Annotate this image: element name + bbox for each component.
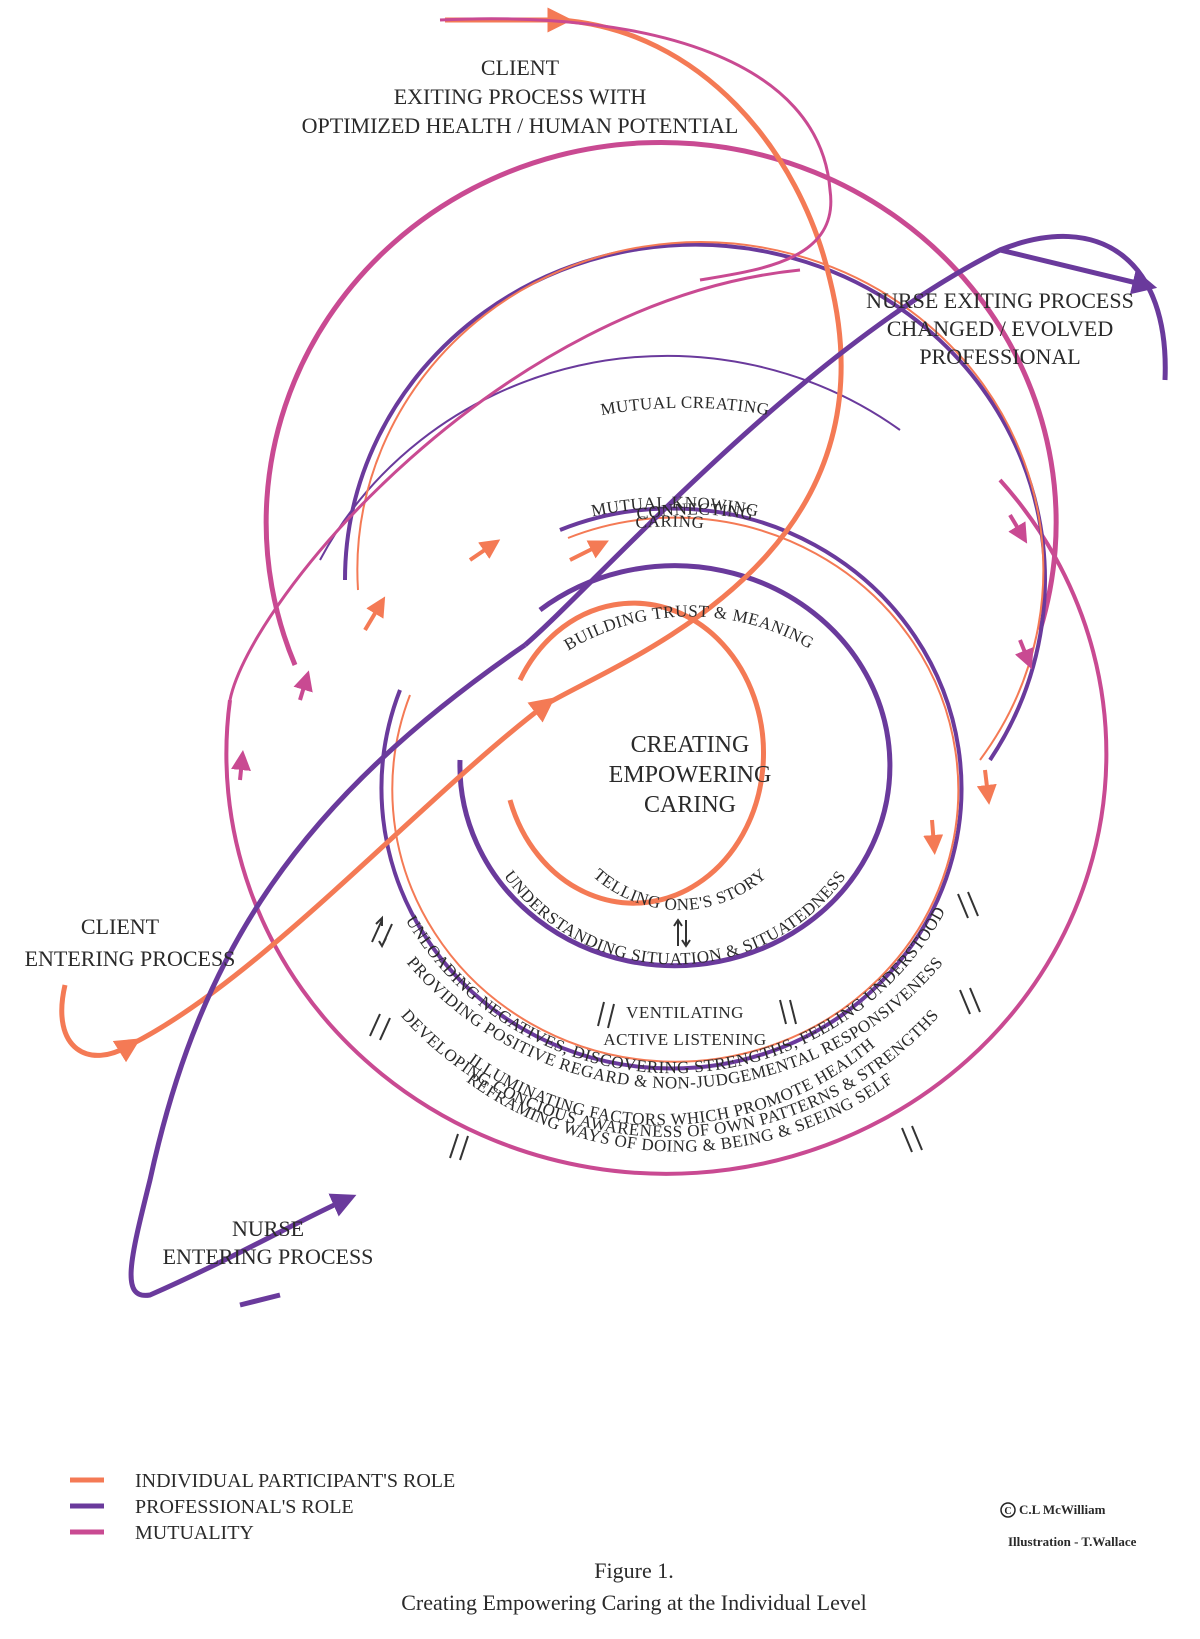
ring-mutual-knowing bbox=[263, 139, 1059, 666]
ring-building-trust bbox=[457, 563, 893, 969]
svg-text:PROFESSIONAL: PROFESSIONAL bbox=[919, 344, 1080, 369]
svg-text:NURSE: NURSE bbox=[232, 1216, 304, 1241]
client-enter-label: CLIENT ENTERING PROCESS bbox=[25, 914, 236, 971]
nurse-path bbox=[128, 233, 1168, 1308]
svg-text:CREATING: CREATING bbox=[631, 732, 750, 758]
svg-text:C.L McWilliam: C.L McWilliam bbox=[1019, 1502, 1106, 1517]
mutuality-path bbox=[228, 17, 833, 701]
ring-connecting bbox=[379, 506, 964, 1071]
svg-text:EXITING PROCESS WITH: EXITING PROCESS WITH bbox=[394, 84, 647, 109]
svg-text:INDIVIDUAL PARTICIPANT'S ROLE: INDIVIDUAL PARTICIPANT'S ROLE bbox=[135, 1470, 455, 1492]
ring-inner-story bbox=[507, 600, 766, 906]
copyright-icon bbox=[1000, 1502, 1016, 1518]
ring-arrows bbox=[231, 513, 1034, 855]
label-mutual-creating: MUTUAL CREATING bbox=[599, 393, 771, 419]
nurse-enter-label: NURSE ENTERING PROCESS bbox=[163, 1216, 374, 1269]
client-exit-label: CLIENT EXITING PROCESS WITH OPTIMIZED HE… bbox=[302, 55, 739, 138]
svg-text:Illustration - T.Wallace: Illustration - T.Wallace bbox=[1008, 1534, 1137, 1549]
svg-text:Figure 1.: Figure 1. bbox=[594, 1558, 673, 1583]
svg-text:ENTERING PROCESS: ENTERING PROCESS bbox=[25, 946, 236, 971]
center-label: CREATING EMPOWERING CARING bbox=[609, 732, 772, 818]
ring-mutual-creating bbox=[224, 478, 1109, 1176]
svg-text:EMPOWERING: EMPOWERING bbox=[609, 762, 772, 788]
svg-text:CLIENT: CLIENT bbox=[481, 55, 560, 80]
label-understanding: UNDERSTANDING SITUATION & SITUATEDNESS bbox=[500, 867, 849, 969]
svg-text:OPTIMIZED HEALTH / HUMAN POTEN: OPTIMIZED HEALTH / HUMAN POTENTIAL bbox=[302, 113, 739, 138]
nurse-exit-label: NURSE EXITING PROCESS CHANGED / EVOLVED … bbox=[866, 288, 1134, 369]
label-ventilating: VENTILATING bbox=[626, 1003, 744, 1022]
bidirectional-arrow bbox=[597, 1001, 615, 1029]
bidirectional-arrow bbox=[673, 918, 691, 948]
svg-text:MUTUALITY: MUTUALITY bbox=[135, 1522, 254, 1544]
legend-item-individual: INDIVIDUAL PARTICIPANT'S ROLE bbox=[70, 1470, 455, 1492]
bidirectional-arrow bbox=[369, 1013, 391, 1041]
credits: C C.L McWilliam Illustration - T.Wallace bbox=[1000, 1502, 1137, 1549]
legend: INDIVIDUAL PARTICIPANT'S ROLE PROFESSION… bbox=[70, 1470, 455, 1544]
label-telling-story: TELLING ONE'S STORY bbox=[590, 865, 770, 914]
svg-text:NURSE EXITING PROCESS: NURSE EXITING PROCESS bbox=[866, 288, 1134, 313]
bidirectional-arrow bbox=[371, 915, 393, 949]
svg-text:ENTERING PROCESS: ENTERING PROCESS bbox=[163, 1244, 374, 1269]
bidirectional-arrow bbox=[449, 1133, 469, 1161]
label-caring: CARING bbox=[635, 512, 705, 533]
svg-text:CARING: CARING bbox=[644, 792, 736, 818]
svg-text:CHANGED / EVOLVED: CHANGED / EVOLVED bbox=[887, 316, 1114, 341]
svg-text:Creating Empowering Caring at: Creating Empowering Caring at the Indivi… bbox=[401, 1590, 867, 1615]
svg-text:PROFESSIONAL'S ROLE: PROFESSIONAL'S ROLE bbox=[135, 1496, 354, 1518]
bidirectional-arrow bbox=[959, 987, 981, 1015]
bidirectional-arrow bbox=[901, 1125, 923, 1153]
bidirectional-arrows bbox=[369, 891, 981, 1161]
legend-item-mutuality: MUTUALITY bbox=[70, 1522, 254, 1544]
copyright-c: C bbox=[1004, 1506, 1011, 1517]
svg-text:CLIENT: CLIENT bbox=[81, 914, 160, 939]
bidirectional-arrow bbox=[957, 891, 979, 919]
label-active-listening: ACTIVE LISTENING bbox=[603, 1030, 766, 1049]
bidirectional-arrow bbox=[779, 999, 797, 1025]
figure-caption: Figure 1. Creating Empowering Caring at … bbox=[401, 1558, 867, 1615]
legend-item-professional: PROFESSIONAL'S ROLE bbox=[70, 1496, 354, 1518]
